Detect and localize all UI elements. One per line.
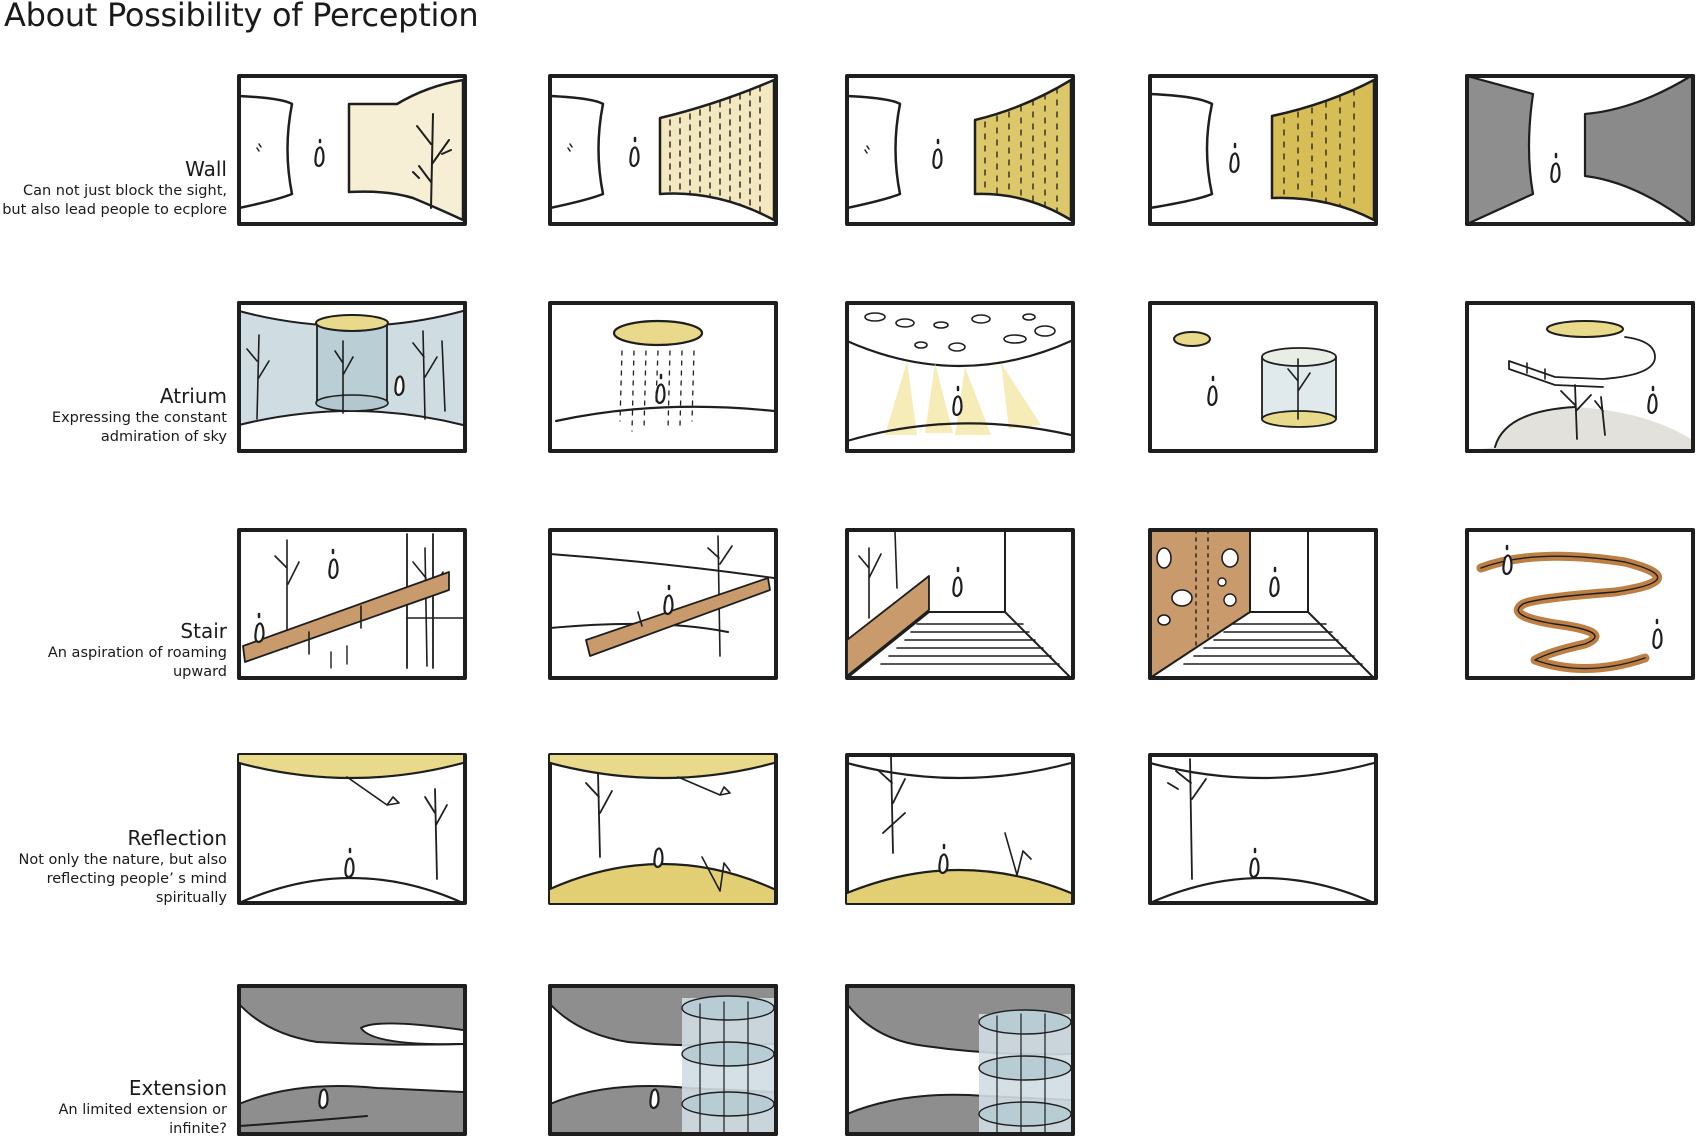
sketch-atrium-4 bbox=[1148, 301, 1378, 453]
description-line: Can not just block the sight, bbox=[23, 183, 227, 199]
row-heading-reflection: Reflection bbox=[127, 826, 227, 850]
description-line: but also lead people to ecplore bbox=[2, 202, 227, 218]
sketch-stair-2 bbox=[548, 528, 778, 680]
sketch-wall-3 bbox=[845, 74, 1075, 226]
sketch-extension-2 bbox=[548, 984, 778, 1136]
sketch-stair-4 bbox=[1148, 528, 1378, 680]
sketch-reflection-2 bbox=[548, 753, 778, 905]
row-description-reflection: Not only the nature, but also reflecting… bbox=[0, 851, 227, 908]
sketch-wall-4 bbox=[1148, 74, 1378, 226]
row-label-atrium: Atrium Expressing the constant admiratio… bbox=[0, 384, 227, 447]
sketch-extension-3 bbox=[845, 984, 1075, 1136]
row-label-reflection: Reflection Not only the nature, but also… bbox=[0, 826, 227, 908]
sketch-extension-1 bbox=[237, 984, 467, 1136]
sketch-reflection-4 bbox=[1148, 753, 1378, 905]
row-heading-wall: Wall bbox=[185, 157, 227, 181]
page-title: About Possibility of Perception bbox=[4, 0, 479, 34]
sketch-atrium-3 bbox=[845, 301, 1075, 453]
description-line: admiration of sky bbox=[100, 429, 227, 445]
row-description-wall: Can not just block the sight, but also l… bbox=[0, 182, 227, 220]
sketch-atrium-2 bbox=[548, 301, 778, 453]
row-label-stair: Stair An aspiration of roaming upward bbox=[0, 619, 227, 682]
description-line: reflecting people’ s mind bbox=[46, 871, 227, 887]
description-line: Not only the nature, but also bbox=[18, 852, 227, 868]
sketch-wall-2 bbox=[548, 74, 778, 226]
sketch-stair-1 bbox=[237, 528, 467, 680]
description-line: spiritually bbox=[155, 890, 227, 906]
description-line: upward bbox=[172, 664, 227, 680]
sketch-atrium-1 bbox=[237, 301, 467, 453]
description-line: Expressing the constant bbox=[51, 410, 227, 426]
row-heading-extension: Extension bbox=[128, 1076, 227, 1100]
sketch-reflection-1 bbox=[237, 753, 467, 905]
row-description-stair: An aspiration of roaming upward bbox=[0, 644, 227, 682]
sketch-wall-1 bbox=[237, 74, 467, 226]
row-heading-stair: Stair bbox=[180, 619, 227, 643]
sketch-stair-3 bbox=[845, 528, 1075, 680]
sketch-stair-5 bbox=[1465, 528, 1695, 680]
sketch-wall-5 bbox=[1465, 74, 1695, 226]
description-line: An limited extension or bbox=[58, 1102, 227, 1118]
row-label-extension: Extension An limited extension or infini… bbox=[0, 1076, 227, 1139]
description-line: infinite? bbox=[169, 1121, 227, 1137]
sketch-reflection-3 bbox=[845, 753, 1075, 905]
row-description-extension: An limited extension or infinite? bbox=[0, 1101, 227, 1139]
row-label-wall: Wall Can not just block the sight, but a… bbox=[0, 157, 227, 220]
description-line: An aspiration of roaming bbox=[47, 645, 227, 661]
row-heading-atrium: Atrium bbox=[159, 384, 227, 408]
sketch-atrium-5 bbox=[1465, 301, 1695, 453]
row-description-atrium: Expressing the constant admiration of sk… bbox=[0, 409, 227, 447]
